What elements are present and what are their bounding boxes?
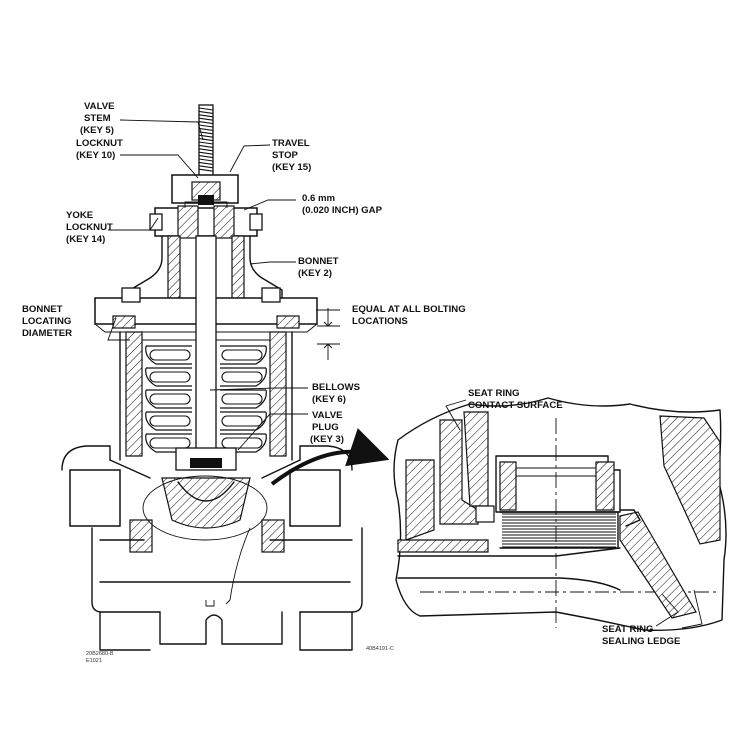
- label-gap: 0.6 mm (0.020 INCH) GAP: [302, 193, 383, 216]
- detail-callout-ellipse: [142, 475, 268, 541]
- drawing-code-left: 20B2680-B E1021: [86, 651, 115, 664]
- valve-plug: [161, 447, 251, 529]
- label-bellows: BELLOWS (KEY 6): [312, 382, 363, 405]
- label-seat-ring-contact: SEAT RING CONTACT SURFACE: [468, 388, 563, 411]
- yoke-locknut: [149, 201, 263, 239]
- labels: VALVE STEM (KEY 5) LOCKNUT (KEY 10) TRAV…: [22, 101, 681, 664]
- label-locknut: LOCKNUT (KEY 10): [76, 138, 126, 161]
- valve-body: [61, 445, 363, 651]
- label-bonnet-locating: BONNET LOCATING DIAMETER: [22, 304, 74, 339]
- valve-assembly: [61, 104, 390, 651]
- detail-leader-tail: [225, 527, 251, 605]
- label-equal-bolting: EQUAL AT ALL BOLTING LOCATIONS: [352, 304, 468, 327]
- label-valve-stem: VALVE STEM (KEY 5): [80, 101, 117, 136]
- travel-stop: [171, 174, 239, 205]
- label-seat-ring-sealing: SEAT RING SEALING LEDGE: [602, 624, 681, 647]
- drawing-code-mid: 40B4191-C: [366, 646, 394, 652]
- leader-lines: [107, 119, 703, 629]
- plug-stem: [195, 235, 217, 467]
- detail-arrow: [270, 428, 390, 486]
- label-yoke-locknut: YOKE LOCKNUT (KEY 14): [66, 210, 116, 245]
- bellows: [145, 345, 267, 453]
- label-travel-stop: TRAVEL STOP (KEY 15): [272, 138, 312, 173]
- label-bonnet: BONNET (KEY 2): [298, 256, 341, 279]
- detail-view: [393, 397, 727, 631]
- gap-indicator: [317, 308, 340, 360]
- label-valve-plug: VALVE PLUG (KEY 3): [310, 410, 345, 445]
